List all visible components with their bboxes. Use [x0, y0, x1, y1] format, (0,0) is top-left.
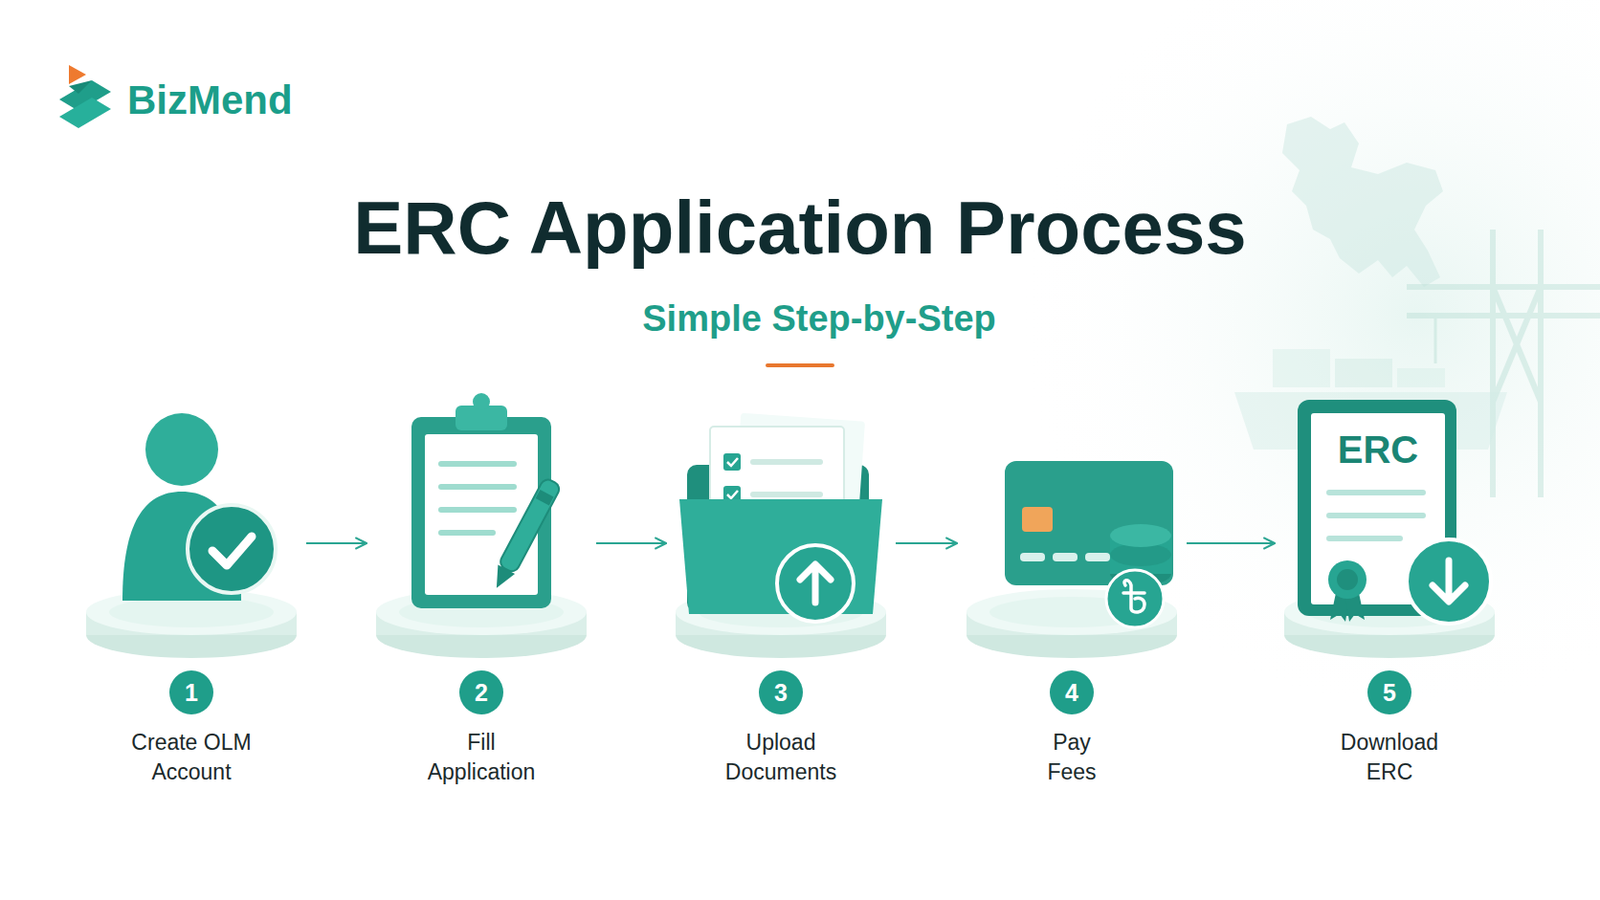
step-label: Fill Application	[414, 728, 549, 788]
flow-arrow	[306, 542, 367, 545]
step-number: 5	[1367, 670, 1412, 715]
step-label: Pay Fees	[1038, 728, 1106, 788]
step-label: Create OLM Account	[119, 728, 264, 788]
process-step: 3Upload Documents	[666, 397, 896, 796]
document-label: ERC	[1311, 426, 1445, 473]
payment-icon	[1004, 461, 1174, 628]
step-number: 3	[758, 670, 803, 715]
flow-arrow	[1186, 542, 1275, 545]
logo-mark	[59, 65, 112, 129]
diagram-title: ERC Application Process	[0, 181, 1600, 274]
map-silhouette	[1282, 116, 1444, 288]
step-label: Upload Documents	[709, 728, 853, 788]
step-number: 4	[1049, 670, 1094, 715]
step-number: 1	[169, 670, 214, 715]
clipboard-icon	[411, 393, 562, 609]
folder-icon	[679, 413, 883, 623]
process-step: 4Pay Fees	[956, 397, 1187, 796]
subtitle: Simple Step-by-Step	[19, 297, 1600, 342]
process-step: 5Download ERC	[1274, 397, 1505, 796]
step-number: 2	[459, 670, 504, 715]
flow-arrow	[596, 542, 667, 545]
brand-name: BizMend	[127, 76, 377, 125]
process-step: 1Create OLM Account	[76, 397, 307, 796]
step-label: Download ERC	[1332, 728, 1447, 788]
certificate-icon	[1297, 400, 1491, 624]
divider-line	[765, 363, 835, 368]
flow-arrow	[895, 542, 957, 545]
process-step: 2Fill Application	[366, 397, 597, 796]
user-icon	[122, 413, 276, 601]
